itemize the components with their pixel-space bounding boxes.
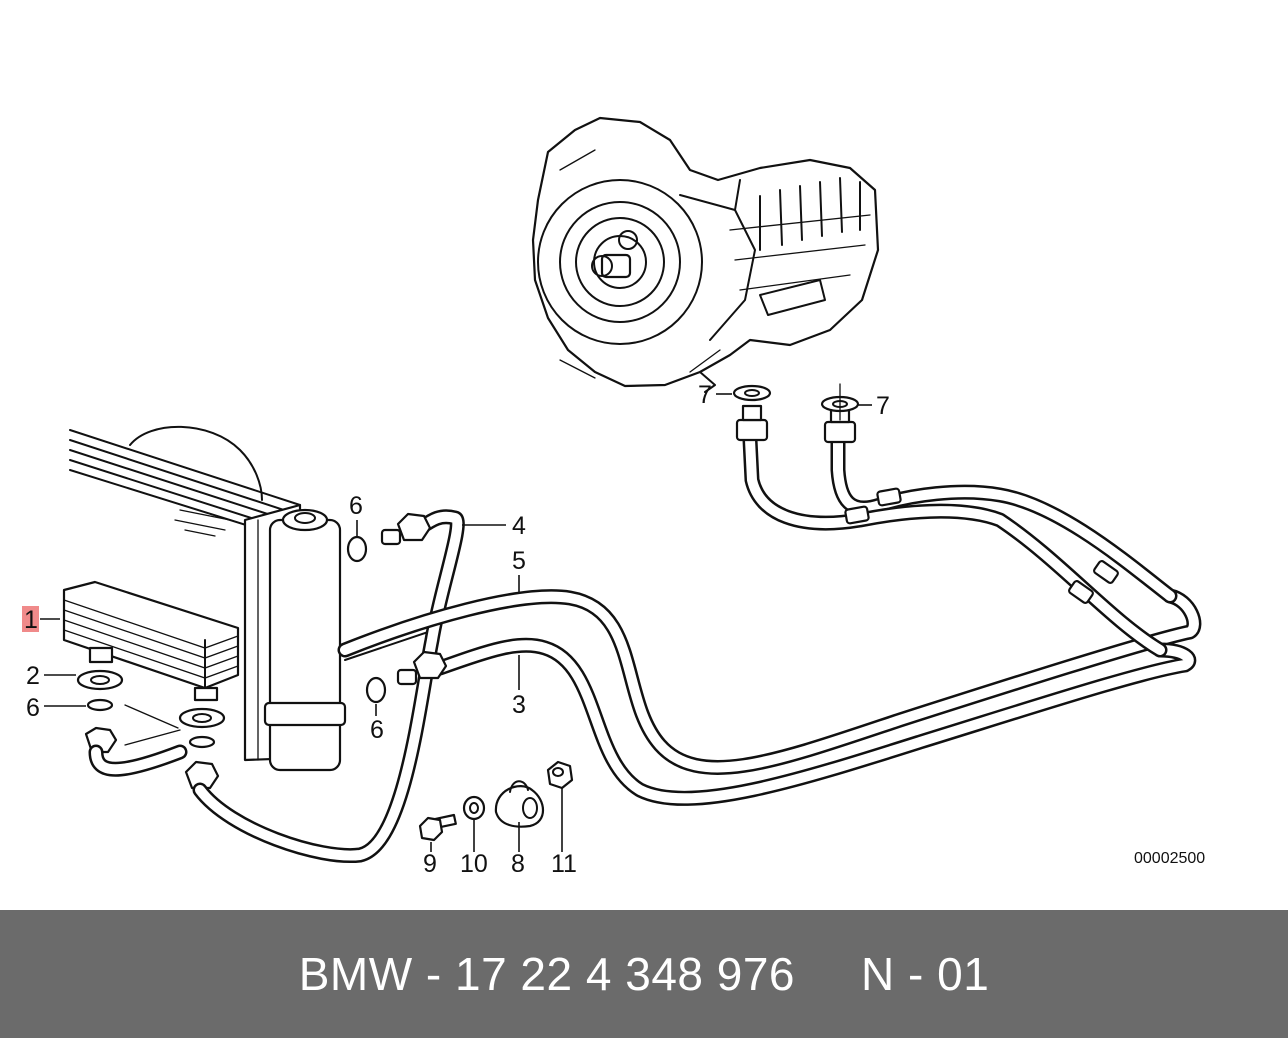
radiator-drawing	[69, 425, 441, 772]
callout-6-left[interactable]: 6	[26, 694, 40, 722]
callout-8[interactable]: 8	[511, 850, 525, 878]
callout-6-top[interactable]: 6	[349, 492, 363, 520]
callout-1-highlight	[22, 606, 39, 632]
callouts: 1 2 6 6 6 4 5 3 7 7 9 10	[22, 381, 1205, 878]
parts-diagram: 1 2 6 6 6 4 5 3 7 7 9 10	[22, 116, 1205, 878]
transmission-drawing	[531, 116, 880, 393]
variant-code: N - 01	[861, 948, 990, 1000]
callout-2[interactable]: 2	[26, 662, 40, 690]
callout-4[interactable]: 4	[512, 512, 526, 540]
diagram-id: 00002500	[1134, 850, 1205, 867]
callout-3[interactable]: 3	[512, 691, 526, 719]
callout-5[interactable]: 5	[512, 547, 526, 575]
part-number-banner: BMW - 17 22 4 348 976 N - 01	[0, 910, 1288, 1038]
callout-10[interactable]: 10	[460, 850, 488, 878]
callout-1[interactable]: 1	[24, 606, 38, 634]
oil-pipes	[192, 383, 1202, 864]
part-code: BMW - 17 22 4 348 976	[298, 948, 796, 1000]
callout-7-right[interactable]: 7	[876, 392, 890, 420]
callout-11[interactable]: 11	[551, 850, 577, 878]
callout-7-left[interactable]: 7	[698, 381, 712, 409]
callout-9[interactable]: 9	[423, 850, 437, 878]
callout-6-bottom[interactable]: 6	[370, 716, 384, 744]
oil-cooler-drawing	[62, 580, 240, 790]
mounting-hardware	[418, 760, 574, 842]
